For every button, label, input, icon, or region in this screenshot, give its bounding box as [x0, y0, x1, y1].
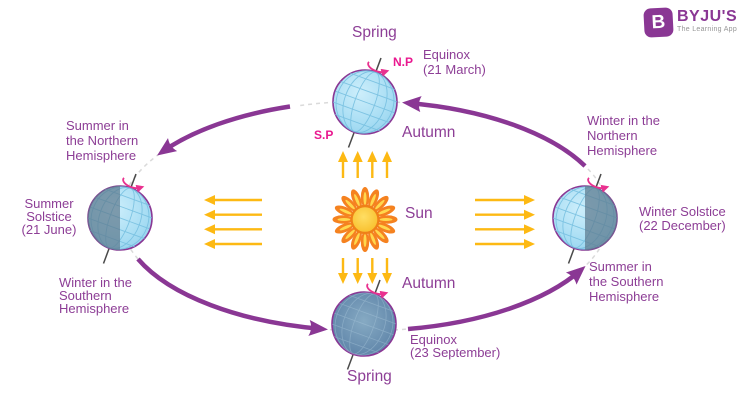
label-line: Equinox — [423, 47, 470, 62]
label-line: Southern — [59, 288, 112, 303]
label-summer-solstice: Summer Solstice (21 June) — [8, 197, 90, 236]
rotation-arrow-icon — [122, 177, 145, 193]
label-line: Summer — [24, 196, 74, 211]
label-line: Northern — [587, 128, 638, 143]
orbit-arrow-right-to-top — [402, 96, 587, 168]
earth-june-solstice — [87, 173, 153, 264]
sunlight-arrows-right — [475, 195, 535, 249]
label-autumn-top: Autumn — [402, 124, 456, 141]
byjus-b-icon: B — [643, 7, 674, 38]
label-equinox-march: Equinox (21 March) — [423, 47, 486, 77]
sunlight-arrows-down — [338, 258, 392, 284]
label-line: Hemisphere — [59, 301, 130, 316]
label-summer-northern-hemisphere: Summer in the Northern Hemisphere — [66, 118, 138, 163]
label-winter-northern-hemisphere: Winter in the Northern Hemisphere — [587, 113, 660, 158]
label-line: Solstice — [26, 209, 72, 224]
earth-december-solstice — [552, 173, 618, 264]
rotation-arrow-icon — [587, 177, 610, 193]
sunlight-arrows-left — [204, 195, 262, 249]
label-line: Hemisphere — [589, 289, 660, 304]
label-line: Winter Solstice — [639, 204, 726, 219]
earth-march-equinox — [332, 57, 398, 148]
badge-letter: B — [651, 11, 666, 33]
label-line: (21 June) — [21, 222, 77, 237]
label-line: the Northern — [66, 133, 139, 148]
sun-rays — [332, 187, 398, 252]
label-sun: Sun — [405, 205, 433, 222]
label-line: Summer in — [589, 259, 652, 274]
label-line: Hemisphere — [587, 143, 658, 158]
label-winter-southern-hemisphere: Winter in the Southern Hemisphere — [59, 276, 132, 315]
label-summer-southern-hemisphere: Summer in the Southern Hemisphere — [589, 259, 663, 304]
label-north-pole: N.P — [393, 55, 414, 69]
logo-text: BYJU'S The Learning App — [677, 8, 737, 34]
orbit-arrow-bottom-to-right — [407, 266, 586, 332]
label-line: Winter in the — [59, 275, 132, 290]
label-autumn-bottom: Autumn — [402, 275, 456, 292]
logo-tagline: The Learning App — [677, 26, 738, 33]
rotation-arrow-icon — [366, 283, 389, 299]
orbit-arrow-left-to-bottom — [136, 257, 328, 336]
label-south-pole: S.P — [314, 128, 334, 142]
label-line: (22 December) — [639, 218, 726, 233]
orbit-arrows — [136, 96, 587, 336]
label-line: (23 September) — [410, 345, 501, 360]
label-spring-bottom: Spring — [347, 368, 392, 385]
label-equinox-september: Equinox (23 September) — [410, 333, 500, 359]
orbit-arrow-top-to-left — [157, 104, 291, 156]
label-line: the Southern — [589, 274, 664, 289]
label-winter-solstice: Winter Solstice (22 December) — [639, 205, 726, 233]
label-line: Hemisphere — [66, 148, 137, 163]
sun-icon — [332, 187, 398, 252]
rotation-arrow-icon — [367, 61, 390, 77]
sun-core — [350, 204, 380, 235]
logo-brand: BYJU'S — [677, 8, 738, 25]
label-line: Summer in — [66, 118, 129, 133]
label-line: Winter in the — [587, 113, 660, 128]
label-line: (21 March) — [423, 62, 486, 77]
sunlight-arrows-up — [338, 151, 392, 178]
label-line: Equinox — [410, 332, 457, 347]
label-spring-top: Spring — [352, 24, 397, 41]
byjus-logo: B BYJU'S The Learning App — [643, 7, 737, 38]
earth-september-equinox — [331, 279, 397, 370]
